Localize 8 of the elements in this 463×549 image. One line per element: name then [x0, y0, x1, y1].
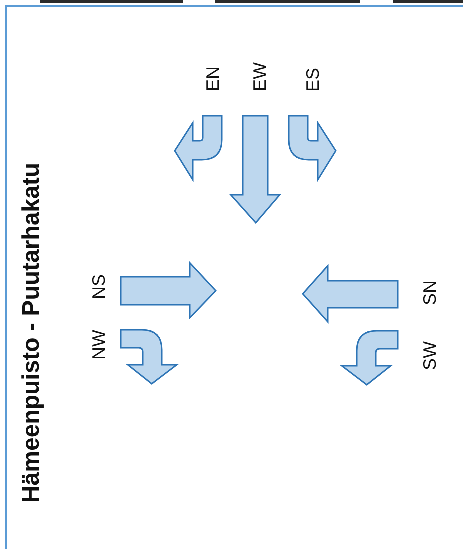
- direction-label: EN: [204, 66, 222, 92]
- title: Hämeenpuisto - Puutarhakatu: [20, 162, 44, 504]
- direction-label: NW: [90, 330, 108, 360]
- direction-label: NS: [90, 274, 108, 300]
- direction-label: ES: [304, 68, 322, 92]
- direction-label: SN: [421, 280, 439, 306]
- direction-label: EW: [251, 62, 269, 92]
- direction-label: SW: [421, 342, 439, 370]
